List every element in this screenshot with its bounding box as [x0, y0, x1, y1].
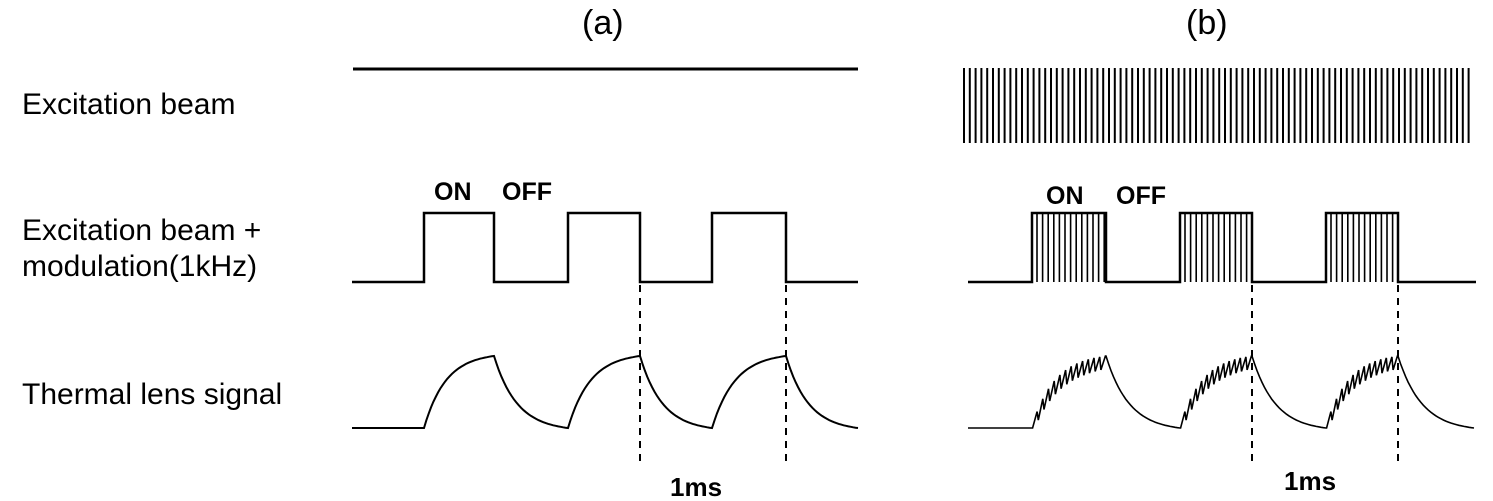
panel-a-thermal-lens-signal: [352, 354, 859, 430]
panel-b-label: (b): [1186, 4, 1228, 42]
panel-a-label: (a): [582, 4, 624, 42]
row-label-thermal-lens-signal: Thermal lens signal: [22, 378, 283, 411]
panel-a-period-label: 1ms: [670, 472, 722, 501]
row-label-excitation-beam: Excitation beam: [22, 88, 236, 121]
panel-a-modulated-square-wave: [352, 211, 858, 284]
panel-b-pulsed-excitation-beam: [963, 68, 1470, 143]
panel-a: ON OFF 1ms: [352, 67, 859, 501]
panel-b-off-label: OFF: [1116, 182, 1166, 210]
panel-b-on-label: ON: [1046, 182, 1084, 210]
panel-b-modulated-pulses: [1036, 213, 1394, 282]
row-label-modulated-line1: Excitation beam +: [22, 214, 262, 247]
panel-b-modulation-envelope: [968, 211, 1476, 284]
panel-a-on-label: ON: [434, 178, 472, 206]
panel-b-thermal-lens-signal: [968, 355, 1475, 429]
panel-b: ON OFF 1ms: [963, 68, 1476, 496]
panel-a-off-label: OFF: [502, 178, 552, 206]
row-label-modulated-line2: modulation(1kHz): [22, 250, 258, 283]
panel-b-period-label: 1ms: [1284, 466, 1336, 496]
